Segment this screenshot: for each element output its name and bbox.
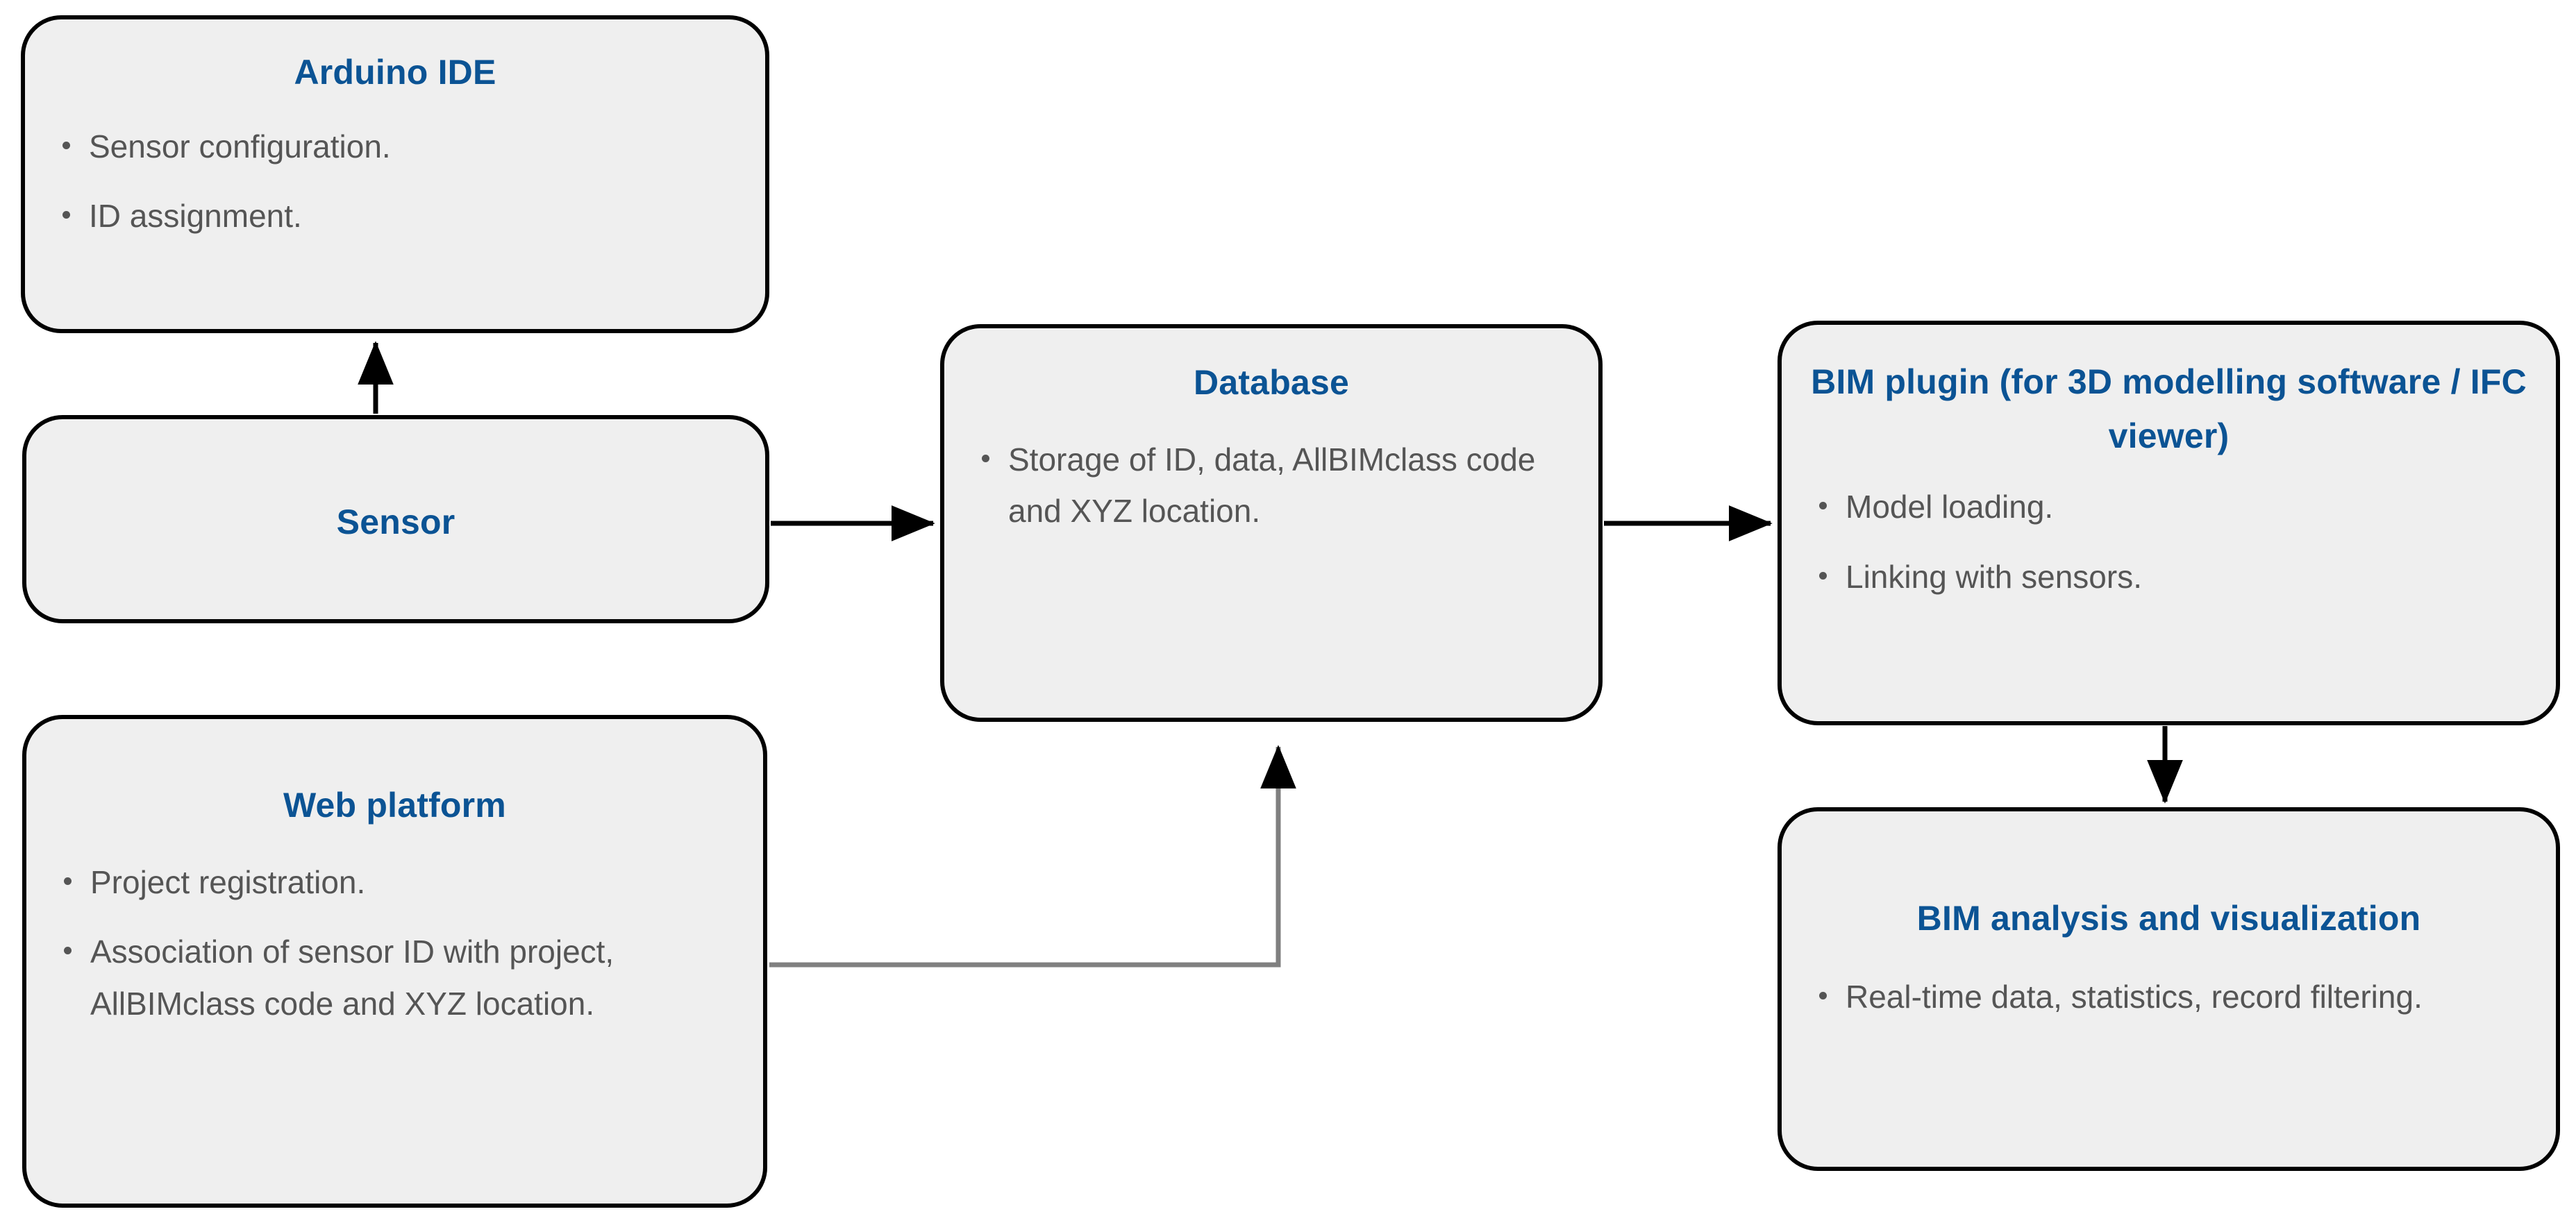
list-item: Real-time data, statistics, record filte…: [1814, 971, 2531, 1023]
list-item: Model loading.: [1814, 481, 2531, 533]
node-arduino-ide-title: Arduino IDE: [294, 53, 496, 92]
list-item: ID assignment.: [57, 190, 740, 242]
list-item: Sensor configuration.: [57, 121, 740, 173]
node-web-platform[interactable]: Web platform Project registration. Assoc…: [22, 715, 767, 1208]
node-sensor-title: Sensor: [336, 503, 455, 541]
node-database[interactable]: Database Storage of ID, data, AllBIMclas…: [940, 324, 1603, 722]
node-bim-analysis[interactable]: BIM analysis and visualization Real-time…: [1778, 807, 2560, 1171]
node-arduino-ide[interactable]: Arduino IDE Sensor configuration. ID ass…: [21, 15, 769, 333]
connector-web-platform-to-database: [769, 745, 1296, 968]
node-bim-plugin[interactable]: BIM plugin (for 3D modelling software / …: [1778, 321, 2560, 725]
node-arduino-ide-bullets: Sensor configuration. ID assignment.: [25, 121, 765, 242]
node-database-bullets: Storage of ID, data, AllBIMclass code an…: [944, 434, 1598, 537]
node-bim-plugin-title: BIM plugin (for 3D modelling software / …: [1811, 362, 2527, 455]
list-item: Association of sensor ID with project, A…: [58, 926, 738, 1029]
list-item: Project registration.: [58, 857, 738, 909]
node-web-platform-title: Web platform: [283, 786, 506, 825]
node-database-title: Database: [1194, 363, 1349, 402]
node-bim-analysis-title: BIM analysis and visualization: [1916, 899, 2421, 938]
node-bim-analysis-bullets: Real-time data, statistics, record filte…: [1782, 971, 2556, 1023]
node-web-platform-bullets: Project registration. Association of sen…: [26, 857, 763, 1030]
list-item: Linking with sensors.: [1814, 551, 2531, 603]
list-item: Storage of ID, data, AllBIMclass code an…: [976, 434, 1573, 537]
node-sensor[interactable]: Sensor: [22, 415, 769, 623]
node-bim-plugin-bullets: Model loading. Linking with sensors.: [1782, 481, 2556, 602]
